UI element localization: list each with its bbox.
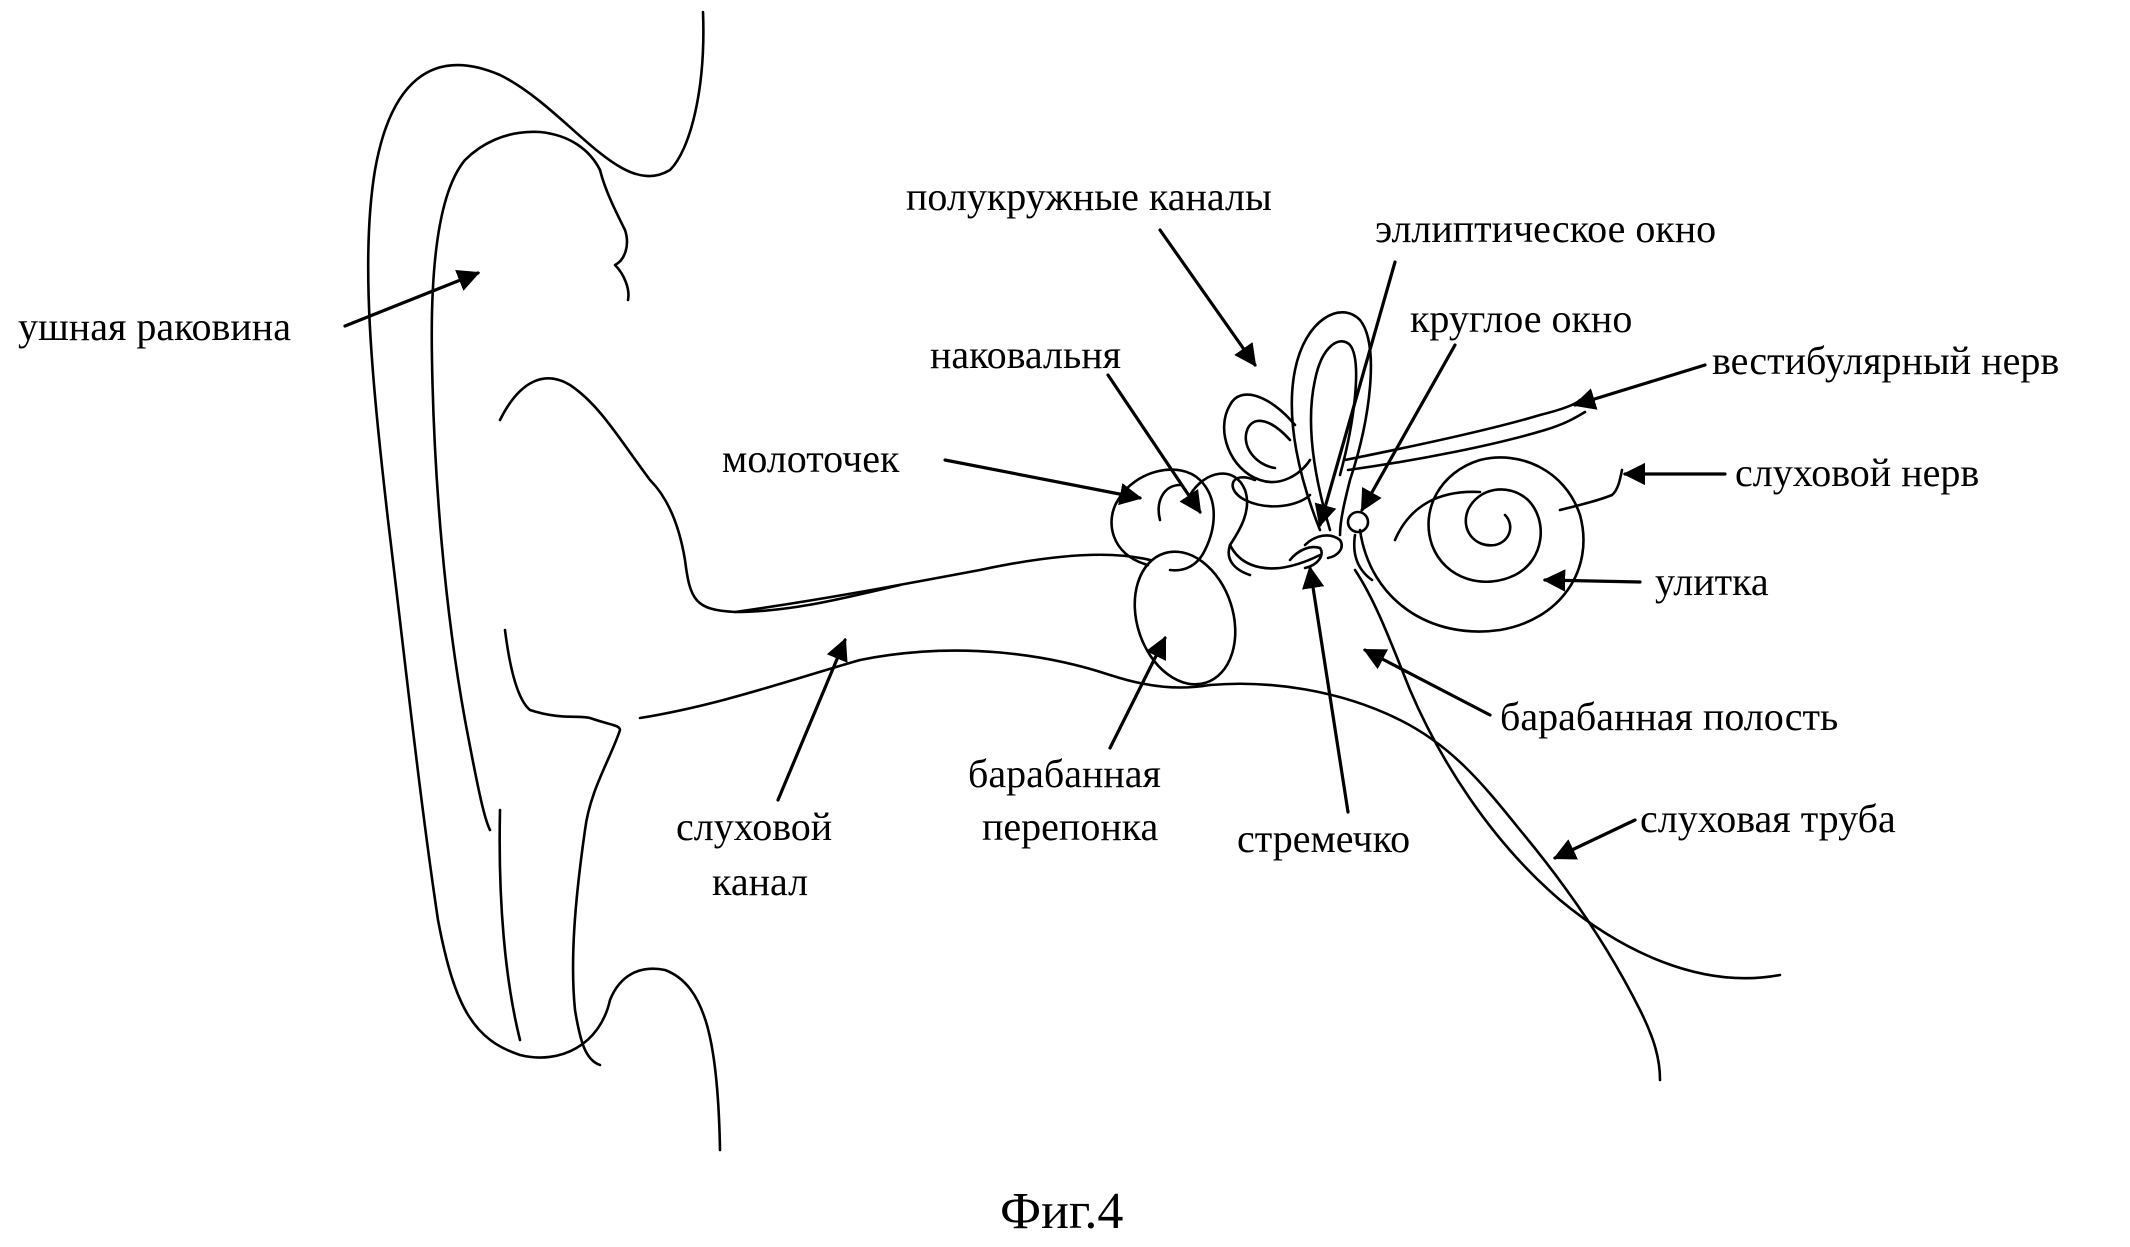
eustachian-tube-drawing [1208, 568, 1782, 1082]
cochlea-drawing [1346, 456, 1624, 633]
arrow-cochlea [1542, 569, 1642, 592]
arrow-ear-canal [776, 637, 848, 802]
arrow-tympanic [1363, 648, 1492, 717]
label-incus: наковальня [930, 332, 1121, 377]
arrow-round-window [1360, 343, 1457, 512]
arrow-stapes [1302, 565, 1350, 814]
label-malleus: молоточек [722, 436, 900, 481]
arrow-incus [1106, 373, 1202, 514]
middle-ear-drawing [1110, 468, 1343, 686]
label-pinna: ушная раковина [18, 304, 291, 349]
label-auditory-nerve: слуховой нерв [1735, 450, 1979, 495]
arrow-eardrum [1108, 635, 1167, 750]
pinna-drawing [366, 10, 902, 1152]
label-ear-canal-line1: слуховой [676, 804, 832, 849]
label-eardrum-line1: барабанная [968, 751, 1161, 796]
figure-caption: Фиг.4 [1000, 1183, 1123, 1240]
label-semicircular-canals: полукружные каналы [906, 174, 1272, 219]
arrow-pinna [343, 270, 481, 328]
ear-canal-drawing [638, 553, 1212, 720]
arrow-eustachian [1552, 818, 1637, 860]
arrow-oval-window [1314, 260, 1397, 528]
label-vestibular-nerve: вестибулярный нерв [1712, 338, 2059, 383]
label-tympanic-cavity: барабанная полость [1500, 694, 1838, 739]
leader-arrows [343, 228, 1727, 860]
label-eustachian-tube: слуховая труба [1640, 796, 1896, 841]
arrow-vestibular [1572, 363, 1707, 410]
arrow-semicircular [1158, 228, 1257, 367]
arrow-malleus [943, 458, 1143, 506]
label-oval-window: эллиптическое окно [1375, 206, 1716, 251]
label-cochlea: улитка [1655, 559, 1769, 604]
label-eardrum-line2: перепонка [982, 804, 1159, 849]
label-ear-canal-line2: канал [712, 859, 808, 904]
label-round-window: круглое окно [1410, 296, 1632, 341]
label-stapes: стремечко [1237, 816, 1410, 861]
